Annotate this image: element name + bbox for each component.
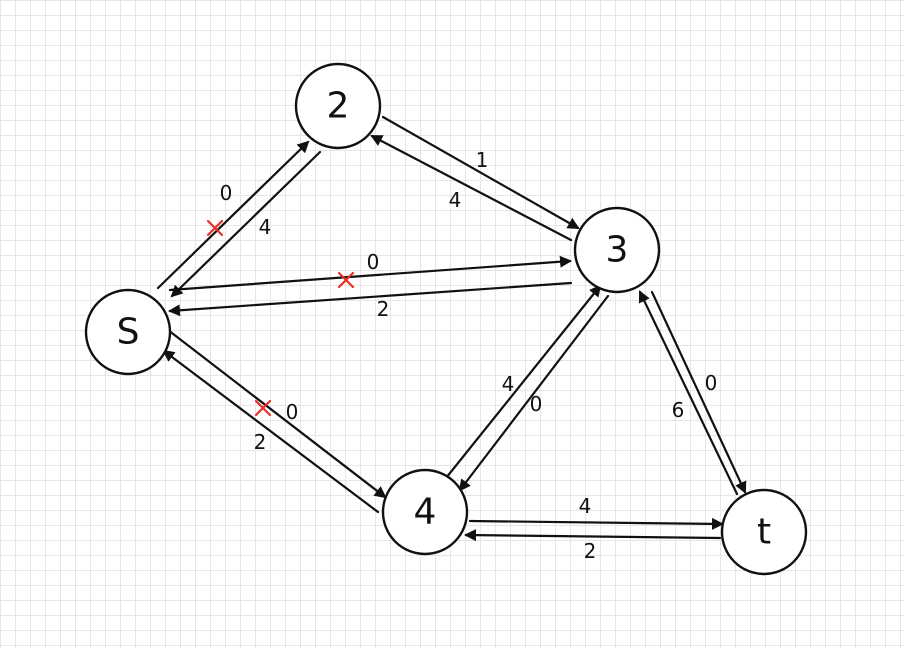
node-circle <box>720 488 808 576</box>
edge-arrow <box>458 294 610 492</box>
edge-label: 4 <box>259 215 272 239</box>
edge-arrow <box>444 284 602 480</box>
edge-label: 4 <box>502 372 515 396</box>
edge-label: 1 <box>476 148 489 172</box>
edge-3-4-back: 4 <box>458 294 610 492</box>
edge-label: 2 <box>377 297 390 321</box>
node-label: 2 <box>327 86 350 127</box>
node-2: 2 <box>294 62 382 150</box>
edge-arrow <box>170 150 322 298</box>
edge-4-3-forward: 0 <box>444 284 602 480</box>
edge-t-4-back: 2 <box>464 529 722 563</box>
edge-label: 2 <box>584 539 597 563</box>
edge-arrow <box>650 290 747 494</box>
edge-arrow <box>638 290 739 496</box>
edge-arrow <box>162 349 380 514</box>
edge-3-t-forward: 0 <box>650 290 747 494</box>
edge-arrow <box>166 328 387 499</box>
node-3: 3 <box>573 206 661 294</box>
edge-arrow <box>381 115 580 230</box>
edge-label: 2 <box>254 430 267 454</box>
edge-arrow <box>168 281 573 317</box>
edge-arrow <box>156 140 310 290</box>
edge-3-s-back: 2 <box>168 281 573 321</box>
edge-s-2-forward: 0 <box>156 140 310 290</box>
edge-3-2-back: 4 <box>370 134 573 242</box>
edge-label: 0 <box>286 400 299 424</box>
edge-arrow <box>468 517 724 530</box>
edge-label: 0 <box>367 250 380 274</box>
strike-x-icon <box>254 399 272 417</box>
edge-label: 6 <box>672 398 685 422</box>
node-circle <box>573 206 661 294</box>
node-circle <box>84 288 172 376</box>
edge-arrow <box>464 529 722 542</box>
edge-4-t-forward: 4 <box>468 494 724 530</box>
edge-label: 0 <box>705 371 718 395</box>
node-circle <box>381 468 469 556</box>
strike-x-icon <box>337 271 355 289</box>
node-label: t <box>757 512 771 553</box>
node-circle <box>294 62 382 150</box>
node-label: S <box>117 312 140 353</box>
edge-label: 0 <box>220 181 233 205</box>
node-4: 4 <box>381 468 469 556</box>
edge-arrow <box>370 134 573 242</box>
edge-arrow <box>168 255 572 292</box>
edge-label: 4 <box>579 494 592 518</box>
edge-s-3-forward: 0 <box>168 250 572 292</box>
strike-x-icon <box>206 219 224 237</box>
edge-s-4-forward: 0 <box>166 328 387 499</box>
nodes: S 2 3 4 t <box>84 62 808 576</box>
node-label: 4 <box>414 492 437 533</box>
edge-2-s-back: 4 <box>170 150 322 298</box>
edge-4-s-back: 2 <box>162 349 380 514</box>
node-s: S <box>84 288 172 376</box>
edge-label: 4 <box>449 188 462 212</box>
node-t: t <box>720 488 808 576</box>
node-label: 3 <box>606 230 629 271</box>
edge-2-3-forward: 1 <box>381 115 580 230</box>
edge-t-3-back: 6 <box>638 290 739 496</box>
edge-label: 0 <box>530 392 543 416</box>
